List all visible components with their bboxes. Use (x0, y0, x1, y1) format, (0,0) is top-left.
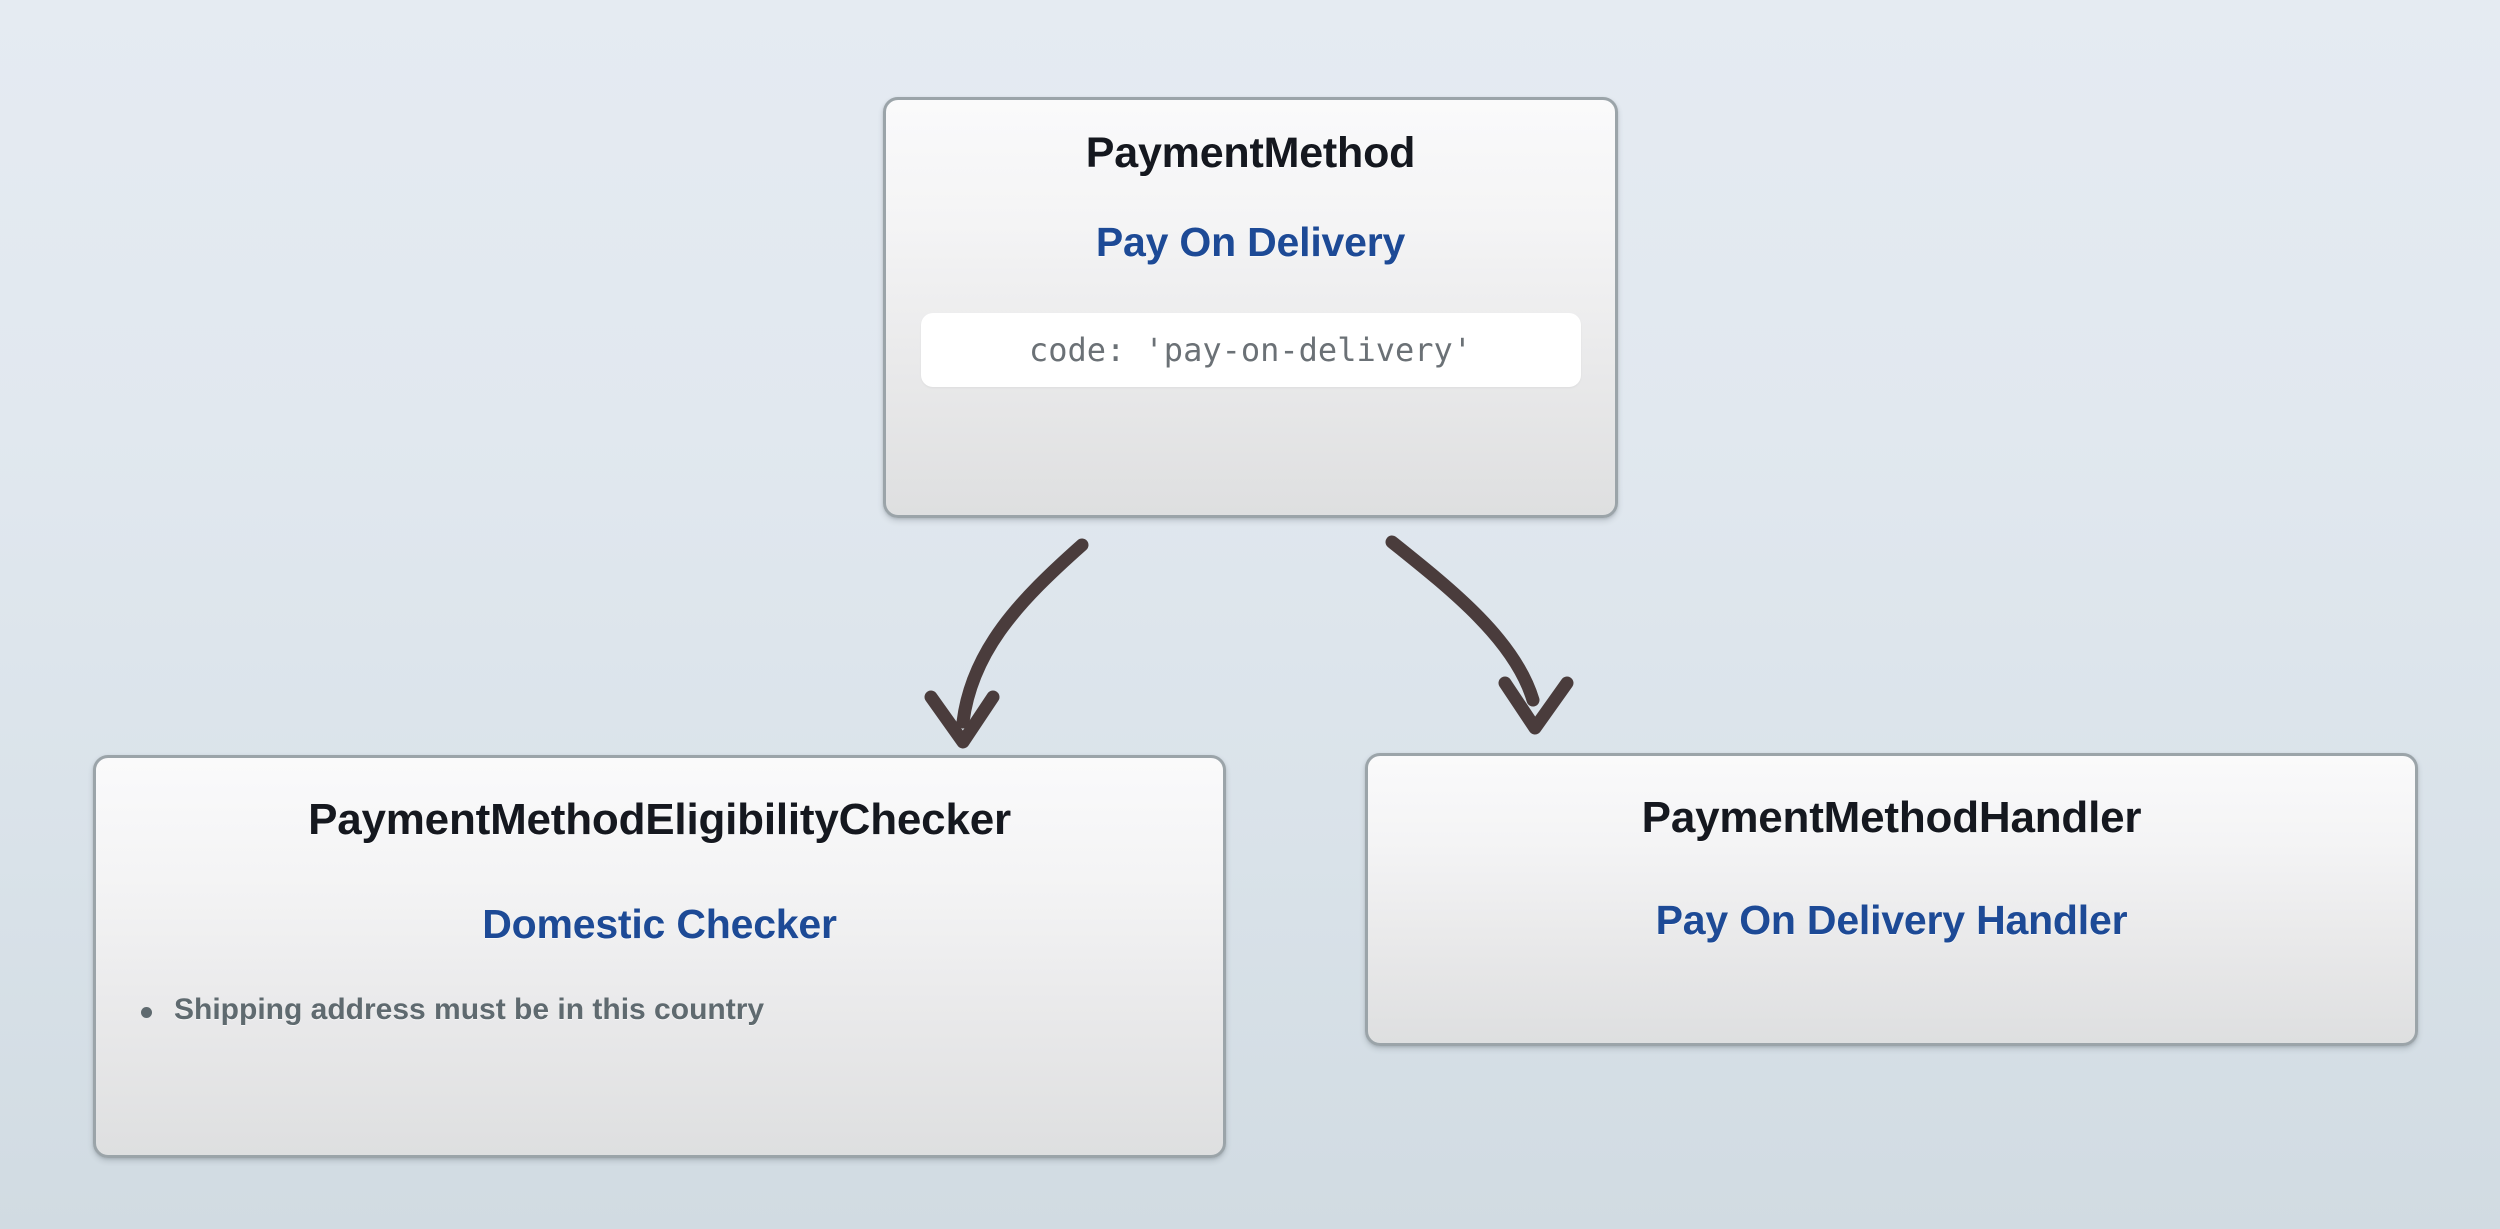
eligibility-criteria-list: Shipping address must be in this country (96, 993, 1223, 1028)
edge-to-eligibility-checker (924, 538, 1089, 749)
node-eligibility-checker-subtitle: Domestic Checker (482, 901, 837, 947)
node-payment-handler-subtitle: Pay On Delivery Handler (1655, 897, 2128, 943)
node-payment-method[interactable]: PaymentMethod Pay On Delivery code: 'pay… (883, 97, 1618, 518)
node-eligibility-checker[interactable]: PaymentMethodEligibilityChecker Domestic… (93, 755, 1226, 1158)
code-chip: code: 'pay-on-delivery' (920, 313, 1581, 387)
arrowhead-icon (924, 690, 1000, 749)
node-eligibility-checker-title: PaymentMethodEligibilityChecker (308, 795, 1011, 844)
list-item-label: Shipping address must be in this country (174, 993, 765, 1026)
edge-line (1385, 535, 1540, 707)
node-payment-handler[interactable]: PaymentMethodHandler Pay On Delivery Han… (1365, 753, 2418, 1046)
node-payment-handler-title: PaymentMethodHandler (1641, 793, 2142, 842)
bullet-dot-icon (141, 1007, 152, 1018)
edge-to-payment-handler (1385, 535, 1574, 735)
node-payment-method-title: PaymentMethod (1085, 129, 1416, 177)
code-chip-text: code: 'pay-on-delivery' (1028, 331, 1473, 369)
list-item: Shipping address must be in this country (96, 993, 1223, 1028)
arrowhead-icon (1498, 676, 1574, 735)
node-payment-method-subtitle: Pay On Delivery (1095, 219, 1406, 265)
edge-line (956, 538, 1089, 729)
